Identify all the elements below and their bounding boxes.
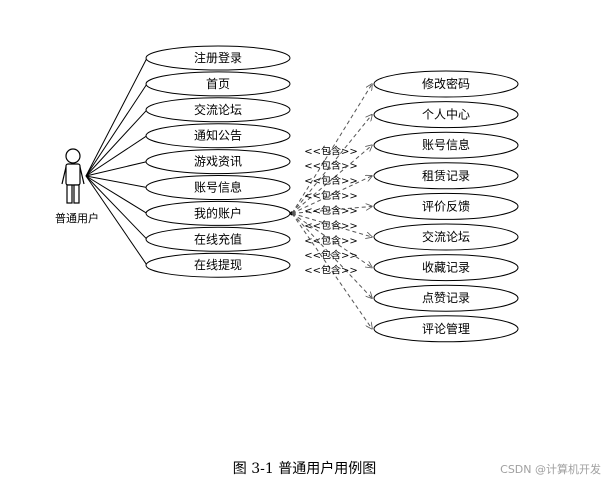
include-label: <<包含>> <box>304 204 358 217</box>
association-line <box>85 161 148 177</box>
use-case: 个人中心 <box>373 101 519 129</box>
use-case: 账号信息 <box>373 131 519 159</box>
use-case-ellipse <box>373 101 519 129</box>
use-case-label: 账号信息 <box>422 137 470 152</box>
use-case: 评论管理 <box>373 315 519 343</box>
include-arrow <box>291 212 372 267</box>
use-case-label: 首页 <box>206 77 230 91</box>
use-case: 我的账户 <box>145 200 291 226</box>
include-label: <<包含>> <box>304 144 358 157</box>
use-case-label: 在线提现 <box>194 257 242 272</box>
use-case-ellipse <box>373 315 519 343</box>
include-arrow <box>291 206 372 214</box>
use-case-ellipse <box>373 254 519 282</box>
include-arrow <box>291 115 372 214</box>
use-case-label: 注册登录 <box>194 50 242 65</box>
include-label: <<包含>> <box>304 189 358 202</box>
include-label: <<包含>> <box>304 159 358 172</box>
actor-figure <box>61 148 85 204</box>
use-case-label: 评价反馈 <box>422 199 470 213</box>
use-case-label: 修改密码 <box>422 76 470 91</box>
use-case-label: 我的账户 <box>194 205 242 220</box>
use-case-label: 交流论坛 <box>422 229 470 244</box>
include-label: <<包含>> <box>304 264 358 277</box>
include-label: <<包含>> <box>304 174 358 187</box>
use-case-label: 评论管理 <box>422 321 470 336</box>
use-case-ellipse <box>145 97 291 123</box>
use-case-ellipse <box>145 200 291 226</box>
use-case-ellipse <box>373 284 519 312</box>
use-case-label: 在线充值 <box>194 231 242 246</box>
use-case: 收藏记录 <box>373 254 519 282</box>
association-line <box>85 175 148 240</box>
use-case: 点赞记录 <box>373 284 519 312</box>
use-case-ellipse <box>373 192 519 220</box>
include-arrow <box>291 213 372 328</box>
use-case: 租赁记录 <box>373 162 519 190</box>
association-line <box>85 175 148 188</box>
include-label: <<包含>> <box>304 249 358 262</box>
actor-label: 普通用户 <box>55 211 99 225</box>
use-case-ellipse <box>145 71 291 97</box>
use-case: 账号信息 <box>145 175 291 200</box>
use-case: 首页 <box>145 71 291 97</box>
use-case: 注册登录 <box>145 45 291 71</box>
use-case: 通知公告 <box>145 123 291 149</box>
use-case-label: 点赞记录 <box>422 291 470 305</box>
use-case: 交流论坛 <box>145 97 291 123</box>
association-line <box>85 109 148 177</box>
use-case-label: 个人中心 <box>422 107 470 122</box>
association-lines <box>85 57 148 266</box>
use-case-ellipse <box>373 70 519 98</box>
association-line <box>85 175 148 214</box>
include-label: <<包含>> <box>304 234 358 247</box>
csdn-watermark: CSDN @计算机开发 <box>500 463 601 476</box>
use-case-ellipse <box>145 226 291 252</box>
use-case-ellipse <box>145 45 291 71</box>
use-case: 评价反馈 <box>373 192 519 220</box>
include-label: <<包含>> <box>304 219 358 232</box>
use-case-label: 收藏记录 <box>422 261 470 275</box>
use-case: 交流论坛 <box>373 223 519 251</box>
use-case: 在线充值 <box>145 226 291 252</box>
include-dependencies: <<包含>> <<包含>> <<包含>> <<包含>> <<包含>> <<包含>> <<包含… <box>290 84 372 329</box>
association-line <box>85 175 148 266</box>
use-case-ellipse <box>373 162 519 190</box>
use-case: 游戏资讯 <box>145 149 291 175</box>
use-case-label: 账号信息 <box>194 180 242 195</box>
use-case-ellipse <box>145 123 291 149</box>
figure-caption: 图 3-1 普通用户用例图 <box>232 461 377 477</box>
use-case-label: 租赁记录 <box>422 169 470 183</box>
association-line <box>85 83 148 177</box>
include-arrow <box>291 213 372 298</box>
use-case-label: 游戏资讯 <box>194 155 242 169</box>
include-arrow <box>291 176 372 214</box>
include-arrow <box>291 84 372 214</box>
use-case-ellipse <box>145 175 291 200</box>
use-case-ellipse <box>145 252 291 278</box>
include-arrow <box>291 145 372 214</box>
use-case: 在线提现 <box>145 252 291 278</box>
use-case-label: 交流论坛 <box>194 102 242 117</box>
use-case-ellipse <box>145 149 291 175</box>
association-line <box>85 135 148 177</box>
use-case-label: 通知公告 <box>194 129 242 143</box>
association-line <box>85 57 148 177</box>
use-case-ellipse <box>373 131 519 159</box>
use-case-ellipse <box>373 223 519 251</box>
use-case: 修改密码 <box>373 70 519 98</box>
